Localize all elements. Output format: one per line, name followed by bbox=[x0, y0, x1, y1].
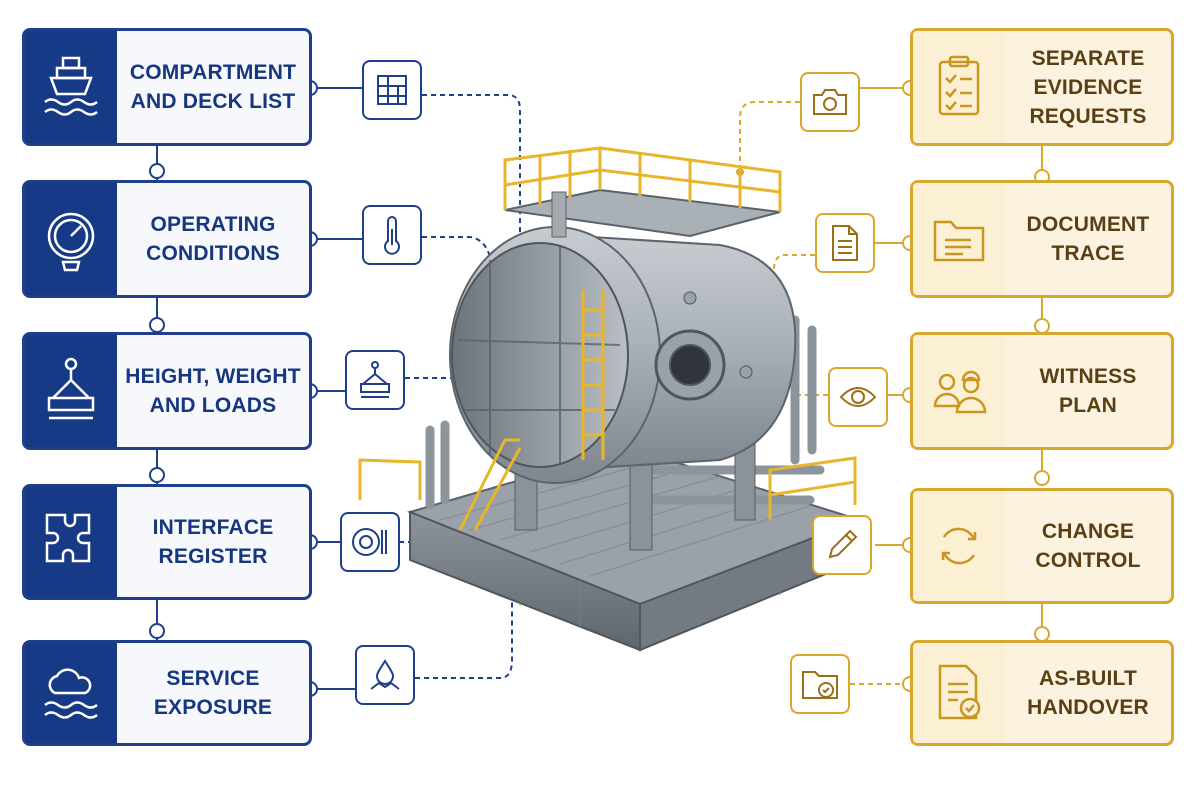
approved-document-icon bbox=[913, 643, 1005, 743]
document-icon[interactable] bbox=[815, 213, 875, 273]
ship-icon bbox=[25, 31, 117, 143]
deck-plan-icon[interactable] bbox=[362, 60, 422, 120]
puzzle-icon bbox=[25, 487, 117, 597]
crane-hook-icon[interactable] bbox=[345, 350, 405, 410]
lifting-load-icon bbox=[25, 335, 117, 447]
approved-folder-icon[interactable] bbox=[790, 654, 850, 714]
water-drop-icon[interactable] bbox=[355, 645, 415, 705]
flange-valve-icon[interactable] bbox=[340, 512, 400, 572]
inspectors-icon bbox=[913, 335, 1005, 447]
thermometer-icon[interactable] bbox=[362, 205, 422, 265]
pencil-icon[interactable] bbox=[812, 515, 872, 575]
weather-waves-icon bbox=[25, 643, 117, 743]
cycle-arrows-icon bbox=[913, 491, 1005, 601]
eye-icon[interactable] bbox=[828, 367, 888, 427]
folder-icon bbox=[913, 183, 1005, 295]
gauge-icon bbox=[25, 183, 117, 295]
checklist-icon bbox=[913, 31, 1005, 143]
camera-icon[interactable] bbox=[800, 72, 860, 132]
